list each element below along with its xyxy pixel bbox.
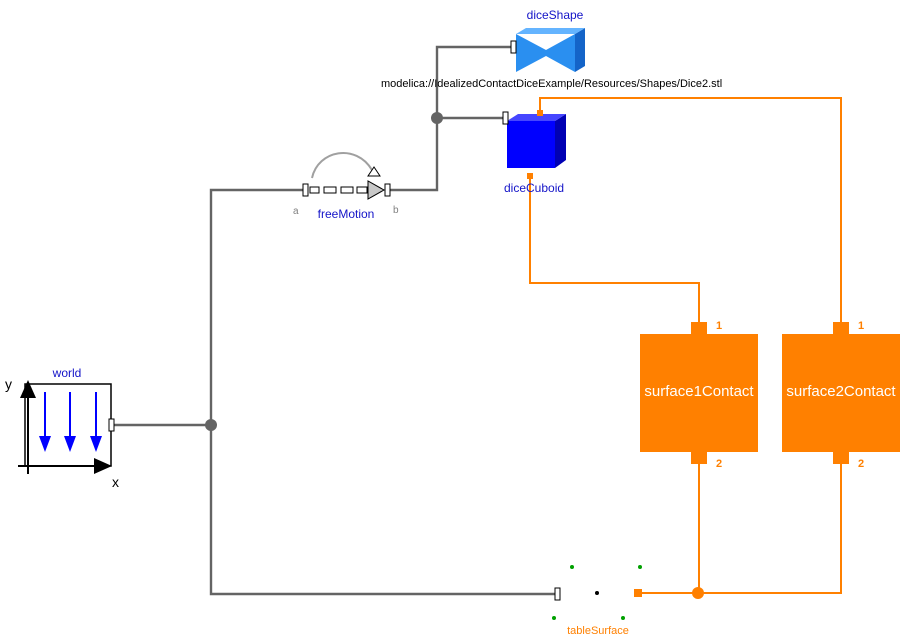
world-axis-x-label: x [112,474,119,490]
tablesurface-contact-port[interactable] [634,589,642,597]
freemotion-port-b[interactable] [384,183,391,197]
freemotion-port-b-label: b [393,205,399,216]
world-axes [18,380,112,474]
contact-connections [529,97,842,594]
world-frame-port[interactable] [108,418,115,432]
surface2contact-port-1-label: 1 [858,320,864,332]
mechanical-connections [113,45,556,596]
surface2contact-component[interactable]: 1 2 surface2Contact [782,320,900,470]
tablesurface-label: tableSurface [567,625,629,637]
wire-surface2-to-table[interactable] [638,462,842,594]
tablesurface-marker-dots-icon [552,565,642,620]
surface2contact-port-2-label: 2 [858,458,864,470]
surface2contact-port-1[interactable] [833,322,849,334]
freemotion-arc-arrow-icon [367,166,381,177]
surface2contact-body [782,334,900,452]
wire-cuboid-to-surface2[interactable] [539,97,842,322]
y-axis-arrow-icon [20,380,36,398]
world-label: world [52,366,82,380]
wire-cuboid-to-surface1[interactable] [529,176,700,322]
surface2contact-port-2[interactable] [833,452,849,464]
dicecuboid-contact-port-bottom[interactable] [527,173,533,179]
wire-freemotion-to-dice[interactable] [389,116,505,192]
surface1contact-port-1[interactable] [691,322,707,334]
wire-to-diceshape[interactable] [435,45,512,118]
freemotion-rotation-arc-icon [311,152,373,179]
tablesurface-frame-port[interactable] [554,587,561,601]
freemotion-label: freeMotion [318,207,375,221]
world-axis-y-label: y [5,376,12,392]
tablesurface-component[interactable]: tableSurface [552,565,642,637]
dicecuboid-contact-port-top[interactable] [537,110,543,116]
freemotion-component[interactable]: a b freeMotion [293,152,399,221]
surface1contact-component[interactable]: 1 2 surface1Contact [640,320,758,470]
world-body [24,383,112,467]
junction-dot-world [205,419,217,431]
freemotion-port-a-label: a [293,206,299,217]
dicecuboid-top-face [507,114,566,121]
surface2contact-label: surface2Contact [786,383,896,400]
dicecuboid-frame-port[interactable] [502,111,509,125]
diceshape-body [516,28,585,72]
diceshape-label: diceShape [527,8,584,22]
dicecuboid-component[interactable]: diceCuboid [502,110,566,195]
wire-junction-to-table[interactable] [209,425,556,596]
junction-dot-dice [431,112,443,124]
surface1contact-port-2[interactable] [691,452,707,464]
diceshape-frame-port[interactable] [510,40,517,54]
dicecuboid-front-face [507,121,555,168]
diceshape-file-path: modelica://IdealizedContactDiceExample/R… [381,78,722,90]
wire-junction-to-freemotion[interactable] [209,188,305,425]
surface1contact-port-1-label: 1 [716,320,722,332]
world-component[interactable]: world y x [5,366,119,490]
dicecuboid-label: diceCuboid [504,181,564,195]
freemotion-direction-arrow-icon [367,180,386,200]
x-axis-arrow-icon [94,458,112,474]
diceshape-component[interactable]: diceShape modelica://IdealizedContactDic… [381,8,722,90]
surface1contact-body [640,334,758,452]
surface1contact-port-2-label: 2 [716,458,722,470]
freemotion-port-a[interactable] [302,183,309,197]
freemotion-dashed-line [309,186,368,194]
gravity-arrows-icon [39,392,102,452]
surface1contact-label: surface1Contact [644,383,754,400]
dicecuboid-side-face [555,114,566,168]
junction-dot-table [692,587,704,599]
